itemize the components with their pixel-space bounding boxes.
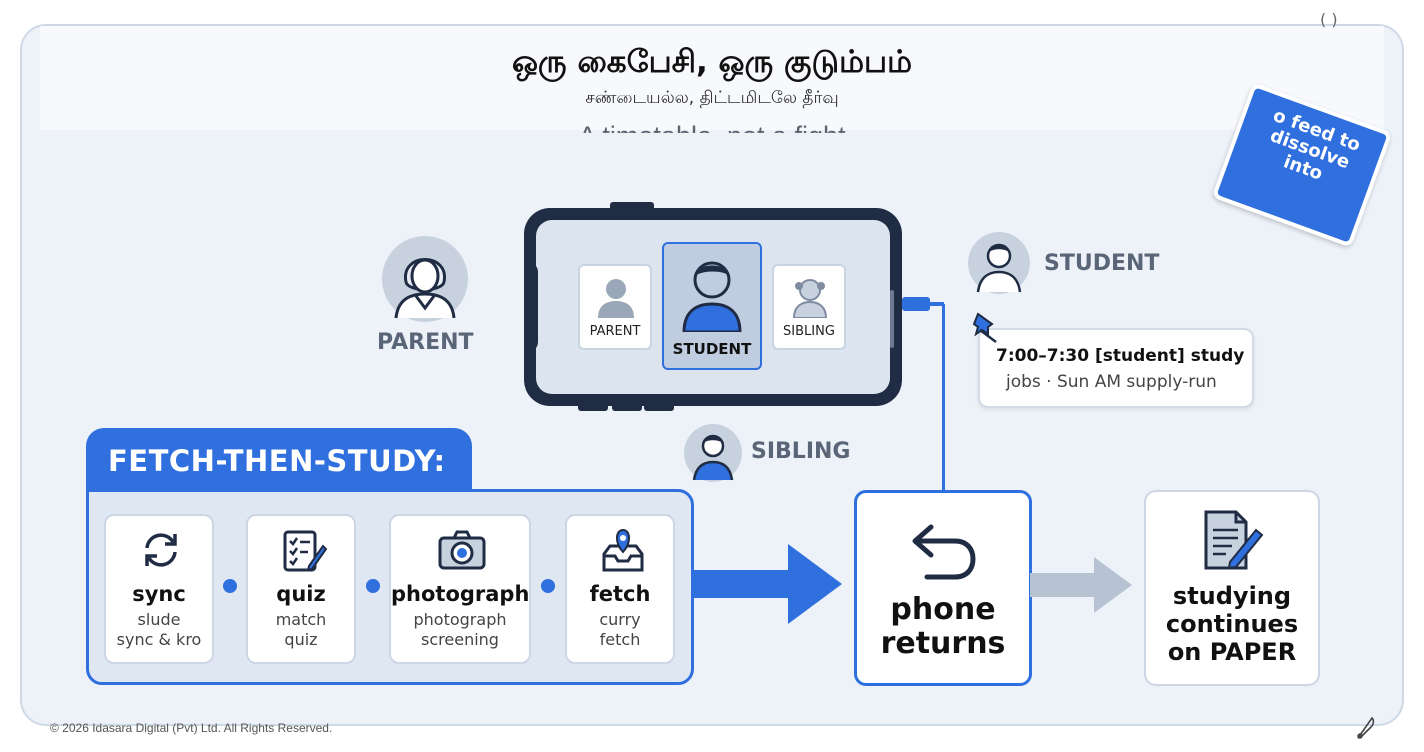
step-connector-dot [366, 579, 380, 593]
tagline: A timetable, not a fight [40, 117, 1384, 133]
phone-button [578, 406, 608, 411]
role-label-parent: PARENT [377, 330, 474, 355]
step-card-quiz: quiz match quiz [246, 514, 356, 664]
header-band [40, 26, 1384, 130]
step-connector-dot [541, 579, 555, 593]
phone-button [644, 406, 674, 411]
phone-scrollbar [890, 290, 894, 348]
cable-segment [942, 304, 945, 492]
phone-returns-text: phone returns [857, 593, 1029, 661]
step-title-quiz: quiz [276, 582, 326, 606]
sibling-avatar [684, 424, 742, 482]
phone-notch [524, 262, 538, 352]
phone-plug [902, 297, 930, 311]
step-sub-photograph: photograph [413, 610, 507, 629]
study-on-paper-line: on PAPER [1167, 638, 1297, 666]
schedule-line-2: jobs · Sun AM supply-run [1006, 372, 1217, 392]
page-subtitle: சண்டையல்ல, திட்டமிடலே தீர்வு [585, 88, 839, 108]
page-title: ஒரு கைபேசி, ஒரு குடும்பம் [511, 44, 913, 80]
schedule-card: 7:00–7:30 [student] study jobs · Sun AM … [978, 328, 1254, 408]
study-on-paper-line: studying [1172, 582, 1292, 610]
role-label-student: STUDENT [1044, 251, 1160, 276]
inbox-location-icon [602, 528, 644, 572]
step-card-fetch: fetch curry fetch [565, 514, 675, 664]
quill-icon [1357, 716, 1375, 739]
step-sub-quiz: match [275, 610, 327, 629]
step-title-fetch: fetch [589, 582, 651, 606]
flow-arrow-grey [1030, 557, 1132, 613]
sync-icon [145, 533, 177, 567]
phone-screen: PARENT STUDENT SIBLING [536, 220, 894, 394]
step-title-sync: sync [132, 582, 186, 606]
study-on-paper-card: studying continues on PAPER [1144, 490, 1320, 686]
profile-label-student: STUDENT [672, 340, 752, 358]
step-card-photograph: photograph photograph screening [389, 514, 531, 664]
role-label-sibling: SIBLING [751, 439, 851, 464]
pushpin-icon [972, 312, 997, 343]
student-icon [682, 261, 742, 332]
student-avatar [968, 232, 1030, 294]
step-sub-fetch: curry [599, 610, 641, 629]
phone-returns-line: returns [880, 626, 1006, 661]
step-title-photograph: photograph [391, 582, 530, 606]
study-on-paper-text: studying continues on PAPER [1146, 582, 1318, 666]
cable-segment [930, 302, 944, 306]
shared-phone: PARENT STUDENT SIBLING [524, 202, 902, 411]
fetch-then-study-tab [86, 428, 472, 492]
schedule-line-1: 7:00–7:30 [student] study [996, 346, 1245, 366]
step-sub-sync: sync & kro [116, 630, 202, 649]
profile-label-sibling: SIBLING [783, 324, 835, 339]
profile-tile-student[interactable]: STUDENT [662, 242, 762, 370]
step-sub-quiz: quiz [284, 630, 318, 649]
phone-returns-line: phone [890, 592, 996, 627]
step-card-sync: sync slude sync & kro [104, 514, 214, 664]
flow-arrow-blue [694, 544, 842, 624]
sibling-icon [692, 434, 734, 481]
sibling-icon [792, 279, 828, 318]
profile-tile-parent[interactable]: PARENT [578, 264, 652, 350]
profile-label-parent: PARENT [589, 324, 641, 339]
checklist-icon [283, 530, 327, 572]
return-arrow-icon [912, 524, 976, 580]
parent-icon [598, 279, 634, 318]
camera-icon [438, 530, 486, 570]
phone-button [610, 202, 654, 208]
parent-icon [394, 258, 456, 319]
document-pen-icon [1204, 510, 1264, 570]
profile-tile-sibling[interactable]: SIBLING [772, 264, 846, 350]
step-sub-sync: slude [137, 610, 181, 629]
phone-returns-card: phone returns [854, 490, 1032, 686]
step-connector-dot [223, 579, 237, 593]
student-icon [976, 243, 1022, 293]
phone-button [612, 406, 642, 411]
fetch-then-study-title: FETCH-THEN-STUDY: [108, 444, 446, 478]
step-sub-fetch: fetch [599, 630, 641, 649]
step-sub-photograph: screening [421, 630, 499, 649]
copyright-footer: © 2026 Idasara Digital (Pvt) Ltd. All Ri… [50, 721, 333, 735]
study-on-paper-line: continues [1165, 610, 1299, 638]
parent-avatar [382, 236, 468, 322]
corner-mark: ( ) [1320, 10, 1338, 29]
